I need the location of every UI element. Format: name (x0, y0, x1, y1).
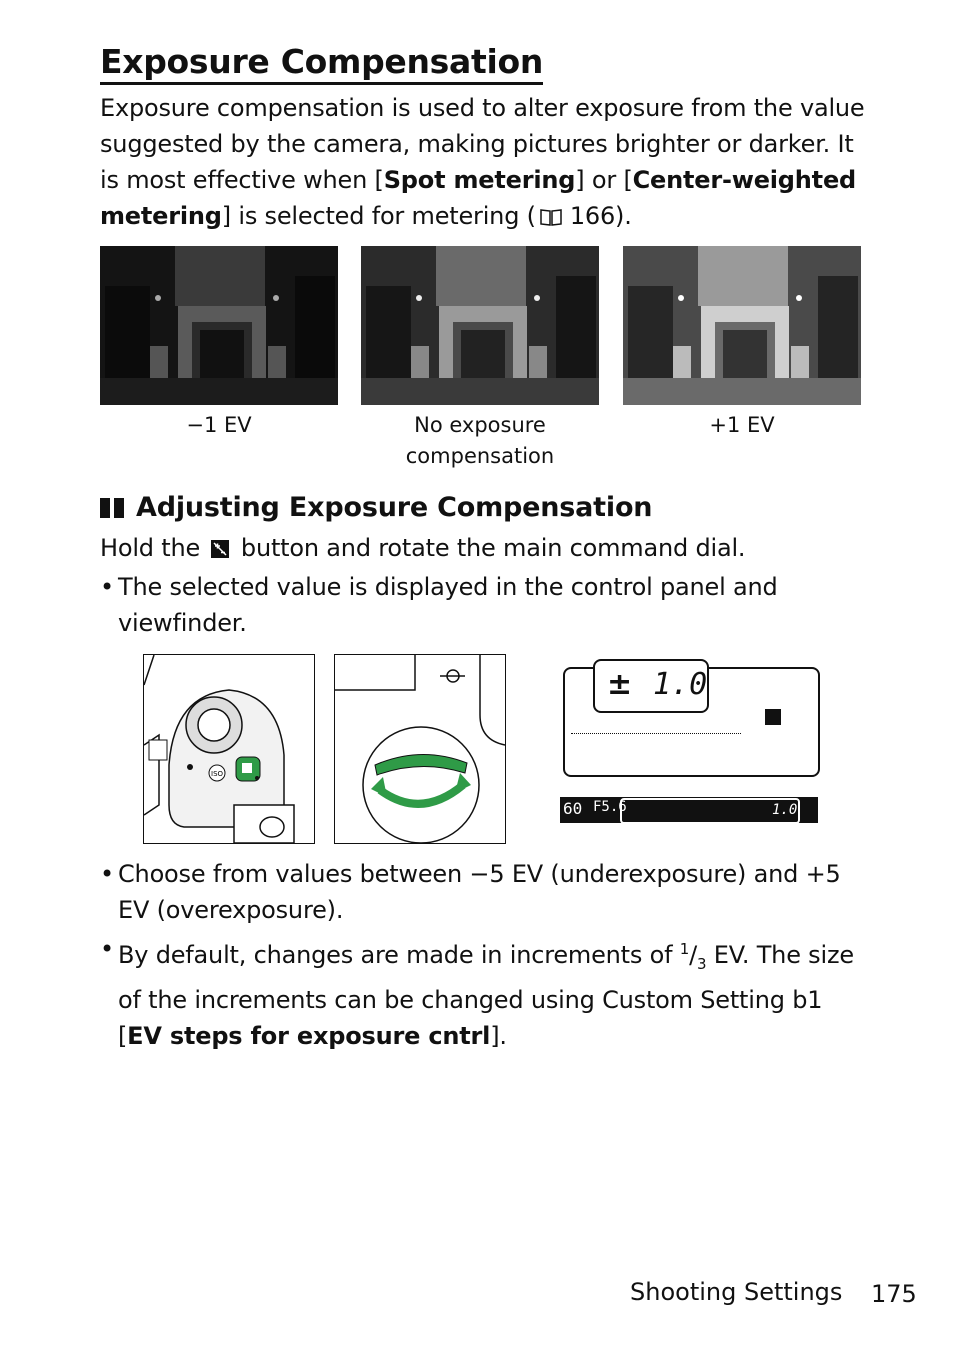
page-reference-link[interactable]: 166 (569, 202, 616, 230)
book-icon (540, 209, 562, 226)
camera-button-illustration: ISO (143, 654, 315, 844)
intro-paragraph: Exposure compensation is used to alter e… (100, 90, 870, 234)
section-marker-icon (100, 498, 110, 518)
photo-minus-1ev (100, 246, 338, 405)
room-scene-normal (361, 246, 599, 405)
section-footer: Shooting Settings (630, 1278, 843, 1306)
center-weighted-term: Center-weighted (632, 166, 857, 194)
bullet-item: • Choose from values between −5 EV (unde… (100, 860, 841, 924)
caption-plus-1ev: +1 EV (709, 413, 775, 437)
intro-line: suggested by the camera, making pictures… (100, 130, 854, 158)
page-number: 175 (871, 1280, 917, 1308)
hold-instruction: Hold the button and rotate the main comm… (100, 534, 746, 562)
lcd-value-box: ± 1.0 (593, 659, 709, 713)
caption-minus-1ev: −1 EV (186, 413, 252, 437)
spot-metering-term: Spot metering (383, 166, 576, 194)
viewfinder-value: 1.0 (772, 802, 798, 818)
bullet-item: • The selected value is displayed in the… (100, 573, 778, 637)
custom-setting-term: EV steps for exposure cntrl (127, 1021, 491, 1050)
exposure-compensation-icon (211, 540, 230, 558)
photo-plus-1ev (623, 246, 861, 405)
camera-top-drawing: ISO (144, 655, 295, 843)
command-dial-illustration (334, 654, 506, 844)
viewfinder-shutter-speed: 60 (563, 799, 583, 818)
intro-line: metering] is selected for metering (166)… (100, 202, 632, 230)
photo-no-compensation (361, 246, 599, 405)
command-dial-drawing (335, 655, 505, 843)
viewfinder-display: 60 F5.6 1.0 (560, 797, 818, 824)
control-panel-display: ± 1.0 (563, 659, 820, 777)
intro-line: is most effective when [Spot metering] o… (100, 166, 857, 194)
section-heading: Adjusting Exposure Compensation (100, 488, 653, 528)
lcd-value: 1.0 (653, 667, 708, 702)
plus-minus-icon: ± (607, 667, 633, 702)
svg-text:ISO: ISO (211, 770, 224, 778)
page-title: Exposure Compensation (100, 42, 543, 85)
bullet-item: • By default, changes are made in increm… (100, 935, 854, 1050)
viewfinder-aperture: F5.6 (593, 799, 627, 815)
viewfinder-highlight-box: 1.0 (620, 798, 800, 824)
room-scene-dark (100, 246, 338, 405)
exposure-compensation-icon (765, 709, 781, 725)
section-marker-icon (114, 498, 124, 518)
exposure-indicator-scale (571, 717, 741, 734)
room-scene-bright (623, 246, 861, 405)
intro-line: Exposure compensation is used to alter e… (100, 94, 865, 122)
